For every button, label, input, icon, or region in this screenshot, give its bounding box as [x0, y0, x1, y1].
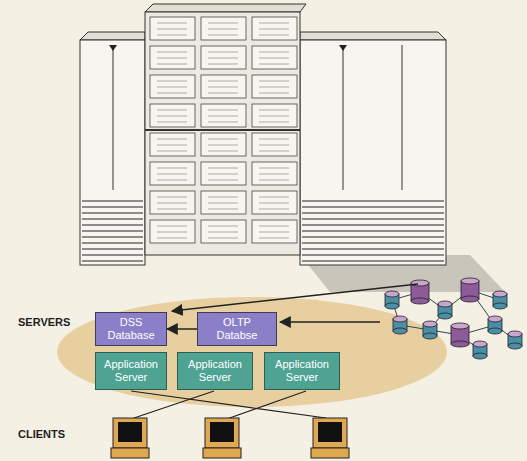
storage-cylinder [423, 321, 437, 327]
storage-cylinder [461, 296, 479, 302]
database-box: DSS Database [95, 312, 167, 346]
client-wire [134, 391, 214, 418]
storage-cylinder [411, 280, 429, 304]
storage-cylinder [423, 321, 437, 339]
section-label: CLIENTS [18, 428, 65, 440]
storage-cylinder [411, 298, 429, 304]
storage-cylinder [473, 341, 487, 347]
storage-cylinder [438, 301, 452, 307]
server-cabinets [343, 45, 344, 190]
node-text: DSS Database [100, 316, 162, 341]
client-computer [203, 418, 241, 458]
node-text: OLTP Databse [202, 316, 272, 341]
client-computer [210, 422, 234, 442]
node-text: Application Server [269, 358, 335, 383]
server-cabinets [300, 32, 446, 40]
storage-cylinder [488, 316, 502, 334]
storage-cylinder [393, 316, 407, 322]
storage-cylinder [393, 328, 407, 334]
storage-cylinder [385, 291, 399, 297]
server-cabinets [302, 200, 444, 262]
storage-cylinder [461, 278, 479, 284]
network-arrow [280, 321, 380, 323]
client-computer [111, 418, 349, 458]
client-computer [118, 422, 142, 442]
client-computer [318, 422, 342, 442]
storage-network [392, 290, 515, 350]
server-cabinets [402, 45, 403, 190]
client-computer [311, 448, 349, 458]
server-cabinets [145, 12, 300, 255]
client-computer [113, 418, 147, 448]
storage-cylinder [385, 278, 522, 359]
network-arrow [172, 284, 418, 311]
storage-cylinder [451, 323, 469, 329]
storage-cylinder [451, 323, 469, 347]
server-cabinets [145, 4, 306, 12]
storage-cylinder [423, 333, 437, 339]
storage-cylinder [451, 341, 469, 347]
server-cabinets [339, 45, 347, 51]
client-computer [313, 418, 347, 448]
node-text: Application Server [182, 358, 248, 383]
storage-cylinder [493, 291, 507, 309]
client-wire [224, 391, 306, 420]
client-computer [205, 418, 239, 448]
storage-cylinder [438, 313, 452, 319]
data-flow-arrow [167, 328, 197, 330]
storage-cylinder [508, 343, 522, 349]
server-cabinets [113, 45, 114, 190]
storage-cylinder [461, 278, 479, 302]
client-computer [111, 448, 149, 458]
node-text: Application Server [100, 358, 162, 383]
server-region [57, 297, 447, 407]
application-server-box: Application Server [264, 352, 340, 390]
storage-cylinder [393, 316, 407, 334]
client-wire [131, 391, 326, 418]
server-cabinets [145, 129, 300, 131]
database-box: OLTP Databse [197, 312, 277, 346]
storage-cylinder [508, 331, 522, 349]
storage-cylinder [493, 303, 507, 309]
client-computer [203, 448, 241, 458]
storage-cylinder [493, 291, 507, 297]
storage-cylinder [508, 331, 522, 337]
server-cabinets [109, 45, 117, 51]
client-wire [131, 391, 326, 420]
storage-cylinder [438, 301, 452, 319]
storage-cylinder [385, 291, 399, 309]
storage-cylinder [473, 353, 487, 359]
section-label: SERVERS [18, 316, 70, 328]
application-server-box: Application Server [177, 352, 253, 390]
client-computer [111, 418, 149, 458]
storage-cylinder [385, 303, 399, 309]
server-cabinets [300, 40, 446, 265]
storage-cylinder [488, 328, 502, 334]
storage-cylinder [473, 341, 487, 359]
server-cabinets [80, 40, 145, 265]
client-computer [311, 418, 349, 458]
server-cabinets [82, 200, 143, 262]
server-cabinets [80, 32, 145, 40]
storage-cylinder [488, 316, 502, 322]
application-server-box: Application Server [95, 352, 167, 390]
server-cabinets [80, 4, 505, 292]
